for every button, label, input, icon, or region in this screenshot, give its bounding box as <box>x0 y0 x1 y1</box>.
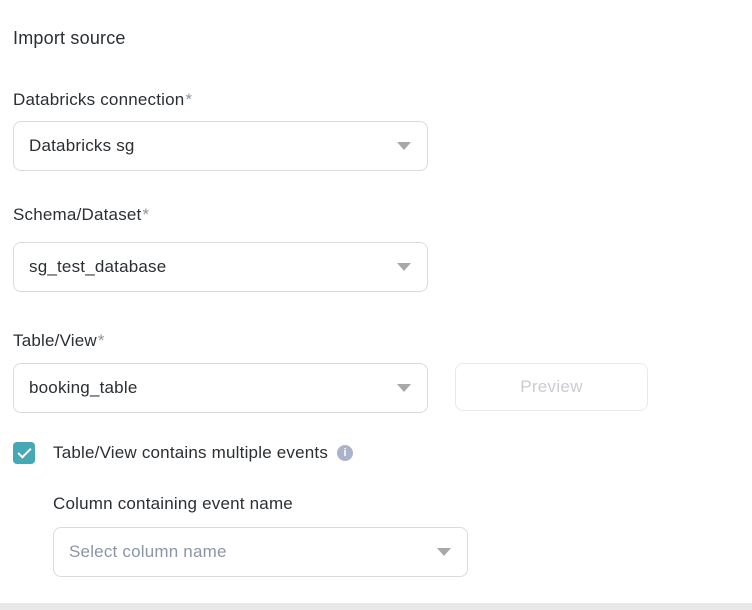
required-mark: * <box>185 90 193 109</box>
caret-down-icon <box>437 548 451 556</box>
connection-label: Databricks connection* <box>13 89 192 110</box>
event-column-select[interactable]: Select column name <box>53 527 468 577</box>
required-mark: * <box>97 331 105 350</box>
footer-divider <box>0 603 752 610</box>
schema-label: Schema/Dataset* <box>13 204 149 225</box>
info-icon-glyph: i <box>343 446 347 459</box>
caret-down-icon <box>397 142 411 150</box>
preview-button[interactable]: Preview <box>455 363 648 411</box>
table-label: Table/View* <box>13 330 105 351</box>
event-column-placeholder: Select column name <box>69 542 227 561</box>
required-mark: * <box>142 205 150 224</box>
event-column-label: Column containing event name <box>53 494 293 513</box>
multiple-events-row[interactable]: Table/View contains multiple events i <box>13 440 354 466</box>
table-label-text: Table/View <box>13 331 97 350</box>
connection-select-value: Databricks sg <box>29 136 135 155</box>
info-icon[interactable]: i <box>337 445 354 461</box>
caret-down-icon <box>397 263 411 271</box>
connection-label-text: Databricks connection <box>13 90 185 109</box>
table-select-value: booking_table <box>29 378 138 397</box>
table-select[interactable]: booking_table <box>13 363 428 413</box>
schema-select[interactable]: sg_test_database <box>13 242 428 292</box>
multiple-events-label: Table/View contains multiple events <box>53 443 329 462</box>
multiple-events-checkbox[interactable] <box>13 442 35 464</box>
schema-select-value: sg_test_database <box>29 257 167 276</box>
caret-down-icon <box>397 384 411 392</box>
schema-label-text: Schema/Dataset <box>13 205 142 224</box>
connection-select[interactable]: Databricks sg <box>13 121 428 171</box>
page-title: Import source <box>13 28 126 48</box>
